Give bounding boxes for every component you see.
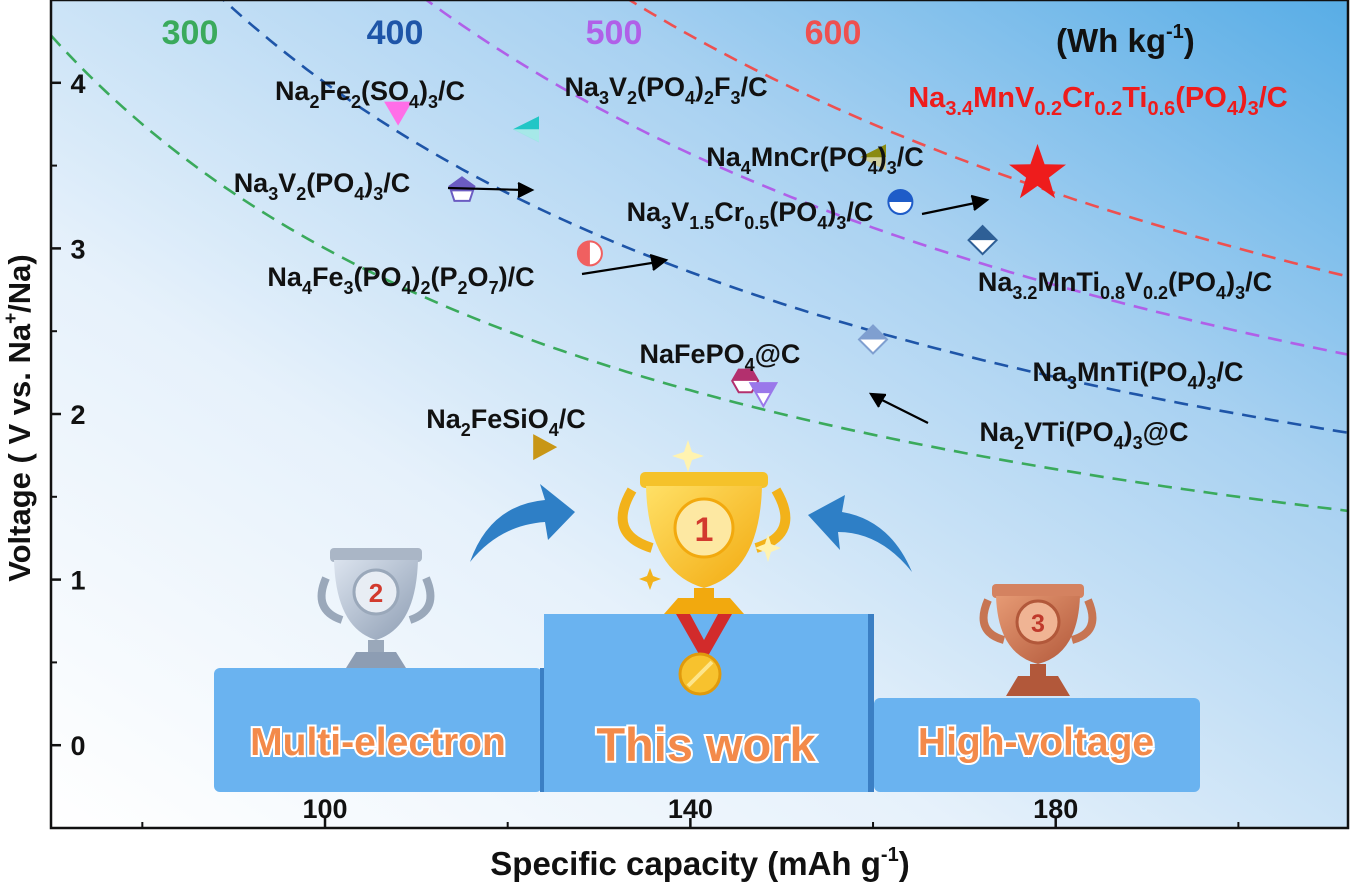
x-tick-label-100: 100: [302, 794, 347, 824]
silver-trophy-icon: 2: [317, 548, 435, 668]
marker: [748, 382, 779, 409]
gold-medal-icon: [676, 614, 732, 696]
energy-label-400: 400: [367, 14, 424, 52]
point-label: Na2FeSiO4/C: [426, 404, 586, 440]
point-label: Na2Fe2(SO4)3/C: [275, 76, 465, 112]
y-tick-label-3: 3: [70, 234, 85, 264]
podium-third-block: [874, 698, 1200, 792]
sparkle-icon: [755, 534, 781, 562]
point-label: Na4Fe3(PO4)2(P2O7)/C: [267, 262, 534, 298]
marker: [857, 324, 889, 355]
podium-first-label: This work: [596, 718, 816, 771]
sparkle-icon: [672, 440, 704, 472]
bronze-trophy-icon: 3: [979, 584, 1097, 696]
point-label: Na3V2(PO4)2F3/C: [564, 72, 767, 108]
x-axis: 100 140 180: [141, 794, 1240, 828]
arrow-na4fe3: [581, 260, 659, 276]
energy-line-600: [627, 0, 1348, 278]
point-label: Na3.4MnV0.2Cr0.2Ti0.6(PO4)3/C: [908, 82, 1288, 120]
rank-2-text: 2: [369, 578, 383, 608]
energy-line-500: [424, 0, 1348, 356]
point-label: Na3V2(PO4)3/C: [234, 168, 411, 204]
marker: [1009, 143, 1066, 199]
marker: [513, 116, 539, 143]
y-tick-label-1: 1: [70, 566, 85, 596]
curved-arrow-left: [470, 484, 575, 562]
x-axis-label: Specific capacity (mAh g-1): [490, 844, 909, 882]
sparkle-icon: [639, 568, 661, 590]
gold-trophy-icon: 1: [617, 440, 791, 614]
marker: [576, 240, 603, 267]
energy-label-500: 500: [586, 14, 643, 52]
y-tick-label-0: 0: [70, 731, 85, 761]
point-label: Na4MnCr(PO4)3/C: [706, 142, 924, 178]
point-label: Na3V1.5Cr0.5(PO4)3/C: [627, 197, 874, 233]
rank-3-text: 3: [1031, 610, 1045, 638]
x-tick-label-180: 180: [1033, 794, 1078, 824]
arrow-na3v15cr05: [921, 200, 981, 216]
y-tick-label-2: 2: [70, 400, 85, 430]
point-label: Na3MnTi(PO4)3/C: [1032, 357, 1243, 393]
x-tick-label-140: 140: [668, 794, 713, 824]
point-label: Na3.2MnTi0.8V0.2(PO4)3/C: [978, 267, 1272, 303]
point-label: NaFePO4@C: [640, 339, 801, 375]
podium-illustration: 2 1 3: [214, 440, 1200, 792]
marker: [384, 101, 413, 126]
curved-arrow-right: [808, 495, 912, 572]
podium-second-label: Multi-electron: [250, 721, 506, 764]
marker: [967, 224, 999, 256]
energy-line-300: [51, 34, 1348, 513]
energy-label-600: 600: [805, 14, 862, 52]
point-label: Na2VTi(PO4)3@C: [980, 417, 1189, 453]
energy-label-300: 300: [162, 14, 219, 52]
podium-third-label: High-voltage: [918, 721, 1154, 764]
arrow-na2vti: [877, 397, 929, 424]
energy-density-lines: [51, 0, 1348, 513]
arrow-na3v2po43: [447, 186, 526, 192]
marker: [887, 189, 914, 215]
annotation-arrows: [447, 182, 990, 424]
marker: [533, 434, 558, 461]
point-labels: Na2Fe2(SO4)3/C Na3V2(PO4)2F3/C Na4MnCr(PO4…: [234, 72, 1288, 453]
rank-1-text: 1: [695, 511, 714, 549]
energy-line-400: [221, 0, 1348, 434]
y-axis: 0 1 2 3 4: [51, 69, 86, 761]
y-axis-label: Voltage ( V vs. Na+/Na): [1, 254, 37, 582]
y-tick-label-4: 4: [70, 69, 85, 99]
podium-second-block: [214, 668, 542, 792]
energy-unit-label: (Wh kg-1): [1056, 21, 1195, 59]
marker: [860, 144, 886, 171]
